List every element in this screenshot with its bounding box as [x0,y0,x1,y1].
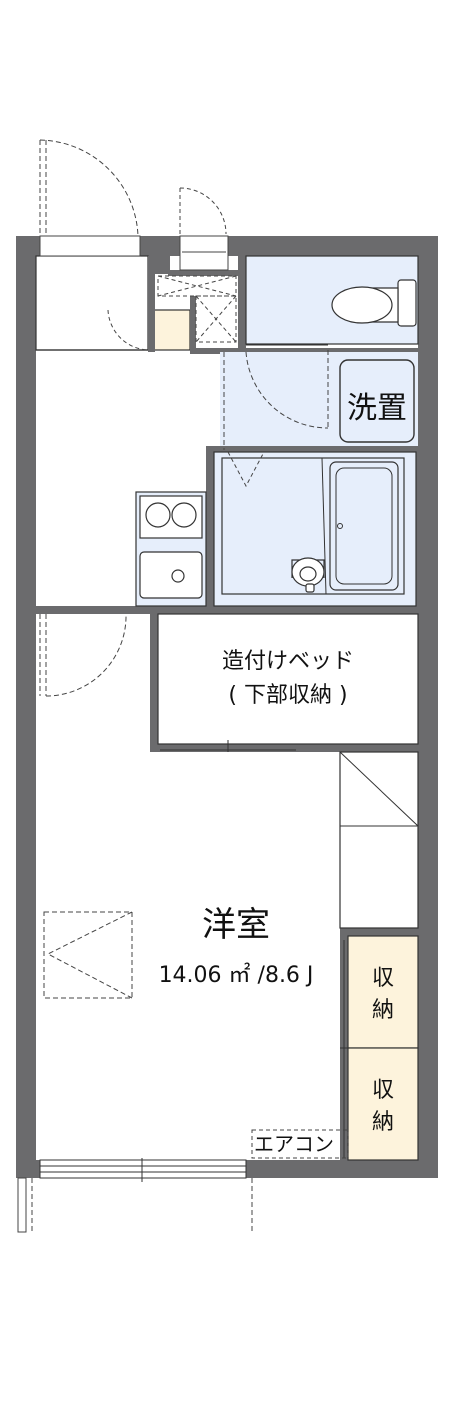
kitchen-stove [135,491,207,607]
bed-label-line2: ( 下部収納 ) [228,683,347,708]
washer-space [339,359,415,443]
balcony-window [39,1158,247,1182]
bath-drain-icon [337,523,343,529]
toilet-icon [331,279,417,327]
bath-inner [221,457,405,595]
built-in-bed [157,613,419,745]
meter-door [179,187,229,271]
closet-bottom [347,1047,419,1161]
balcony-edge [17,1177,253,1233]
closet-top [347,935,419,1049]
washer-label: 洗置 [347,391,407,426]
room-door [39,613,127,697]
entry-door-swing [107,309,149,351]
area-label: 14.06 ㎡ /8.6 J [159,962,314,988]
interior-walls [36,256,420,1160]
washroom-door [223,344,329,450]
bathtub [329,461,399,591]
closet-doors [340,940,350,1158]
closet-bottom-label-1: 収 [372,1078,394,1103]
shelf-diagonal [339,751,419,827]
front-door [39,139,141,257]
bath-door-swing [227,451,265,488]
bed-label-line1: 造付けベッド [222,649,354,674]
hatch [43,911,133,999]
outer-walls [16,236,438,1178]
entry-storage [149,309,191,351]
closet-top-label-2: 納 [372,998,394,1023]
bathtub-inner [335,467,393,585]
storage-cross [157,275,237,343]
entry-hall [35,255,149,351]
shower-curtain [321,457,327,595]
main-room-label: 洋室 [202,905,270,945]
closet-top-label-1: 収 [372,966,394,991]
bed-sliding-door [160,740,296,752]
bath-sink-icon [291,557,325,593]
closet-bottom-label-2: 納 [372,1110,394,1135]
aircon-label: エアコン [254,1132,334,1156]
shelf-storage [339,751,419,929]
aircon: エアコン [251,1129,349,1159]
